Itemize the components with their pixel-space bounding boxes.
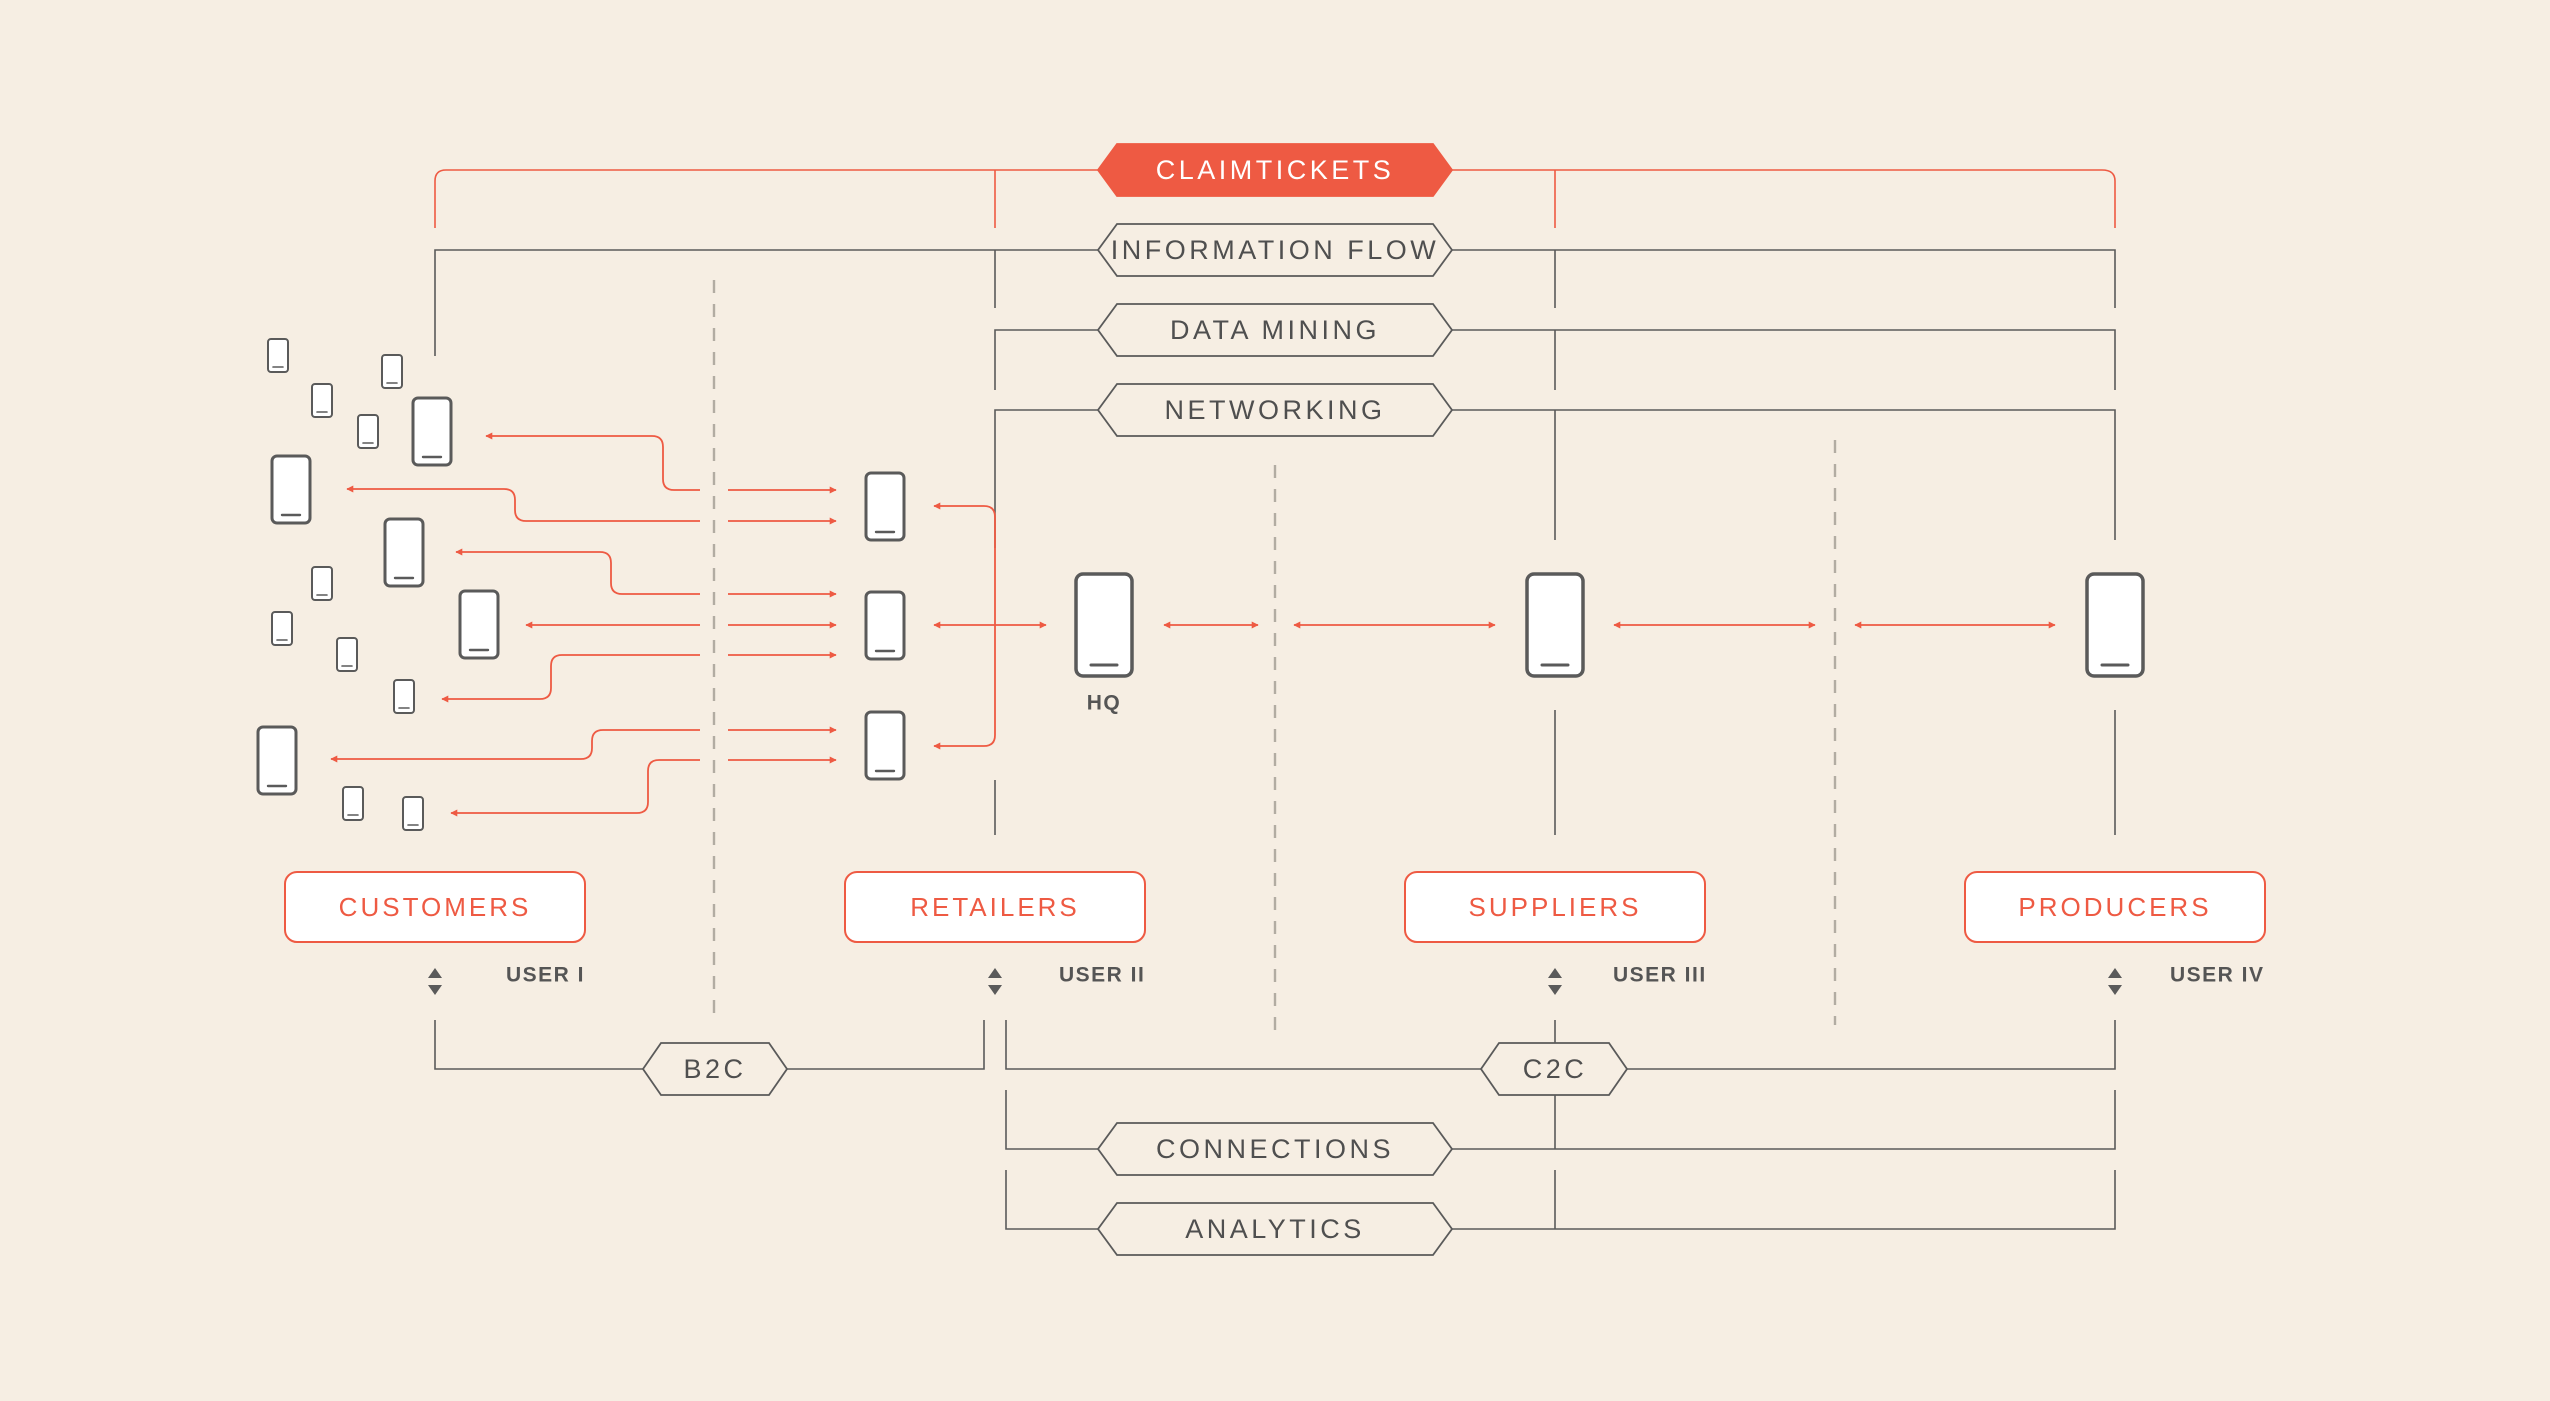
user-label: USER I — [506, 964, 585, 987]
phone-icon — [270, 454, 312, 525]
phone-icon — [402, 796, 424, 831]
user-label: USER IV — [2170, 964, 2265, 987]
role-retailers: RETAILERS — [844, 871, 1146, 943]
phone-icon — [458, 589, 500, 660]
user-label: USER III — [1613, 964, 1707, 987]
customer-phones — [256, 338, 500, 831]
column-lines — [994, 710, 2116, 835]
role-label: CUSTOMERS — [339, 892, 532, 922]
phone-icon — [864, 590, 906, 661]
user-label: USER II — [1059, 964, 1145, 987]
analytics-text: ANALYTICS — [1185, 1214, 1365, 1244]
producer-phone-icon — [2085, 572, 2145, 678]
phone-icon — [411, 396, 453, 467]
phone-icon — [381, 354, 403, 389]
c2c-label: C2C — [1479, 1042, 1629, 1096]
phone-icon — [267, 338, 289, 373]
retailer-phones — [864, 471, 906, 781]
connections-label: CONNECTIONS — [1096, 1122, 1454, 1176]
role-label: PRODUCERS — [2018, 892, 2211, 922]
role-label: SUPPLIERS — [1469, 892, 1642, 922]
c2c-text: C2C — [1523, 1054, 1588, 1084]
hq-label: HQ — [1087, 692, 1122, 715]
data-mining-line — [994, 329, 2116, 390]
phone-icon — [393, 679, 415, 714]
role-producers: PRODUCERS — [1964, 871, 2266, 943]
separators — [712, 280, 1837, 1040]
phone-icon — [271, 611, 293, 646]
claimtickets-text: CLAIMTICKETS — [1156, 155, 1395, 185]
networking-line — [994, 409, 2116, 548]
supplier-phone-icon — [1525, 572, 1585, 678]
role-customers: CUSTOMERS — [284, 871, 586, 943]
information-flow-text: INFORMATION FLOW — [1111, 235, 1439, 265]
double-arrow-icon — [330, 432, 2056, 817]
role-label: RETAILERS — [910, 892, 1080, 922]
phone-icon — [311, 566, 333, 601]
analytics-label: ANALYTICS — [1096, 1202, 1454, 1256]
phone-icon — [311, 383, 333, 418]
top-connection-lines — [434, 169, 2116, 835]
networking-label: NETWORKING — [1096, 383, 1454, 437]
networking-text: NETWORKING — [1165, 395, 1386, 425]
phone-icon — [357, 414, 379, 449]
flow-labels: CLAIMTICKETS INFORMATION FLOW DATA MININ… — [1096, 143, 1454, 437]
analytics-line — [1005, 1170, 2116, 1230]
phone-icon — [864, 710, 906, 781]
claimtickets-label: CLAIMTICKETS — [1096, 143, 1454, 197]
phone-icon — [383, 517, 425, 588]
phone-icon — [256, 725, 298, 796]
hq-phone-icon — [1074, 572, 1134, 678]
connections-line — [1005, 1090, 2116, 1150]
role-suppliers: SUPPLIERS — [1404, 871, 1706, 943]
data-mining-label: DATA MINING — [1096, 303, 1454, 357]
data-mining-text: DATA MINING — [1170, 315, 1380, 345]
b2c-label: B2C — [641, 1042, 789, 1096]
phone-icon — [336, 637, 358, 672]
phone-icon — [864, 471, 906, 542]
information-flow-label: INFORMATION FLOW — [1096, 223, 1454, 277]
b2c-text: B2C — [683, 1054, 746, 1084]
connections-text: CONNECTIONS — [1156, 1134, 1394, 1164]
phone-icon — [342, 786, 364, 821]
up-down-arrows-icon — [428, 968, 2122, 995]
